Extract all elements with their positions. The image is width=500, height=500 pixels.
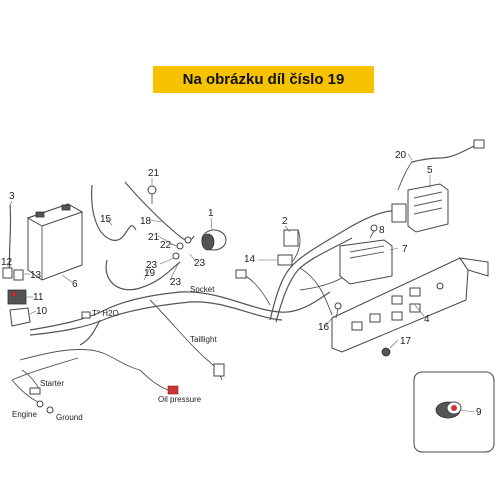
callout-11: 11: [33, 292, 44, 303]
callout-19: 19: [144, 268, 156, 279]
callout-5: 5: [427, 165, 433, 176]
engine-terminal: [36, 400, 44, 408]
callout-2: 2: [282, 216, 288, 227]
callout-numbers: 1 2 3 4 5 6 7 8 9 10 11 12 13 14 15 16 1…: [1, 150, 482, 418]
callout-21-lower: 21: [148, 232, 160, 243]
cable-18: [124, 181, 195, 241]
callout-21-upper: 21: [148, 168, 160, 179]
label-oil-pressure: Oil pressure: [158, 395, 202, 404]
label-engine: Engine: [12, 410, 37, 419]
callout-9: 9: [476, 407, 482, 418]
label-t-h2o: T° H2O: [92, 309, 119, 318]
callout-10: 10: [36, 306, 48, 317]
callout-15: 15: [100, 214, 112, 225]
screw-8: [369, 224, 378, 239]
callout-12: 12: [1, 257, 13, 268]
callout-1: 1: [208, 208, 214, 219]
label-taillight: Taillight: [190, 335, 217, 344]
callout-13: 13: [30, 270, 42, 281]
cable-19: [105, 259, 181, 291]
callout-17: 17: [400, 336, 412, 347]
battery: [26, 203, 84, 281]
callout-4: 4: [424, 314, 430, 325]
engine-ground-wire: [11, 379, 39, 403]
callout-23-lower: 23: [170, 277, 182, 288]
starter-terminal: [29, 387, 41, 395]
callout-18: 18: [140, 216, 152, 227]
oil-pressure-wire: [139, 369, 169, 391]
part-number-banner: Na obrázku díl číslo 19: [153, 66, 374, 93]
label-socket: Socket: [190, 285, 215, 294]
connector-14: [277, 229, 299, 266]
socket-connector: [235, 269, 247, 279]
label-starter: Starter: [40, 379, 64, 388]
taillight-connector: [213, 363, 225, 377]
callout-22: 22: [160, 240, 172, 251]
starter-relay: [172, 229, 227, 260]
text-labels: Socket T° H2O Taillight Oil pressure Sta…: [12, 285, 217, 422]
callout-16: 16: [318, 322, 330, 333]
cable-15: [91, 184, 137, 241]
callout-14: 14: [244, 254, 256, 265]
callout-23-right: 23: [194, 258, 206, 269]
detail-box-9: [413, 371, 495, 453]
callout-20: 20: [395, 150, 407, 161]
bolt-21: [147, 185, 157, 204]
ground-terminal: [46, 406, 54, 414]
callout-23-left: 23: [146, 260, 158, 271]
ecu: [339, 239, 393, 285]
label-ground: Ground: [56, 413, 83, 422]
main-harness: [11, 210, 403, 381]
fuse-holder: [2, 267, 24, 281]
leader-lines: [7, 153, 475, 413]
cable-20: [397, 139, 485, 191]
nut-17: [381, 347, 391, 357]
callout-8: 8: [379, 225, 385, 236]
callout-3: 3: [9, 191, 15, 202]
callout-6: 6: [72, 279, 78, 290]
callout-7: 7: [402, 244, 408, 255]
mounting-bracket: [331, 257, 489, 353]
banner-text: Na obrázku díl číslo 19: [182, 71, 345, 88]
cable-3: [8, 204, 12, 273]
oil-pressure-switch: [167, 385, 179, 395]
screw-16: [334, 302, 342, 319]
relay-11: [7, 289, 31, 327]
voltage-regulator: [391, 183, 449, 233]
temp-sensor-connector: [81, 311, 91, 319]
